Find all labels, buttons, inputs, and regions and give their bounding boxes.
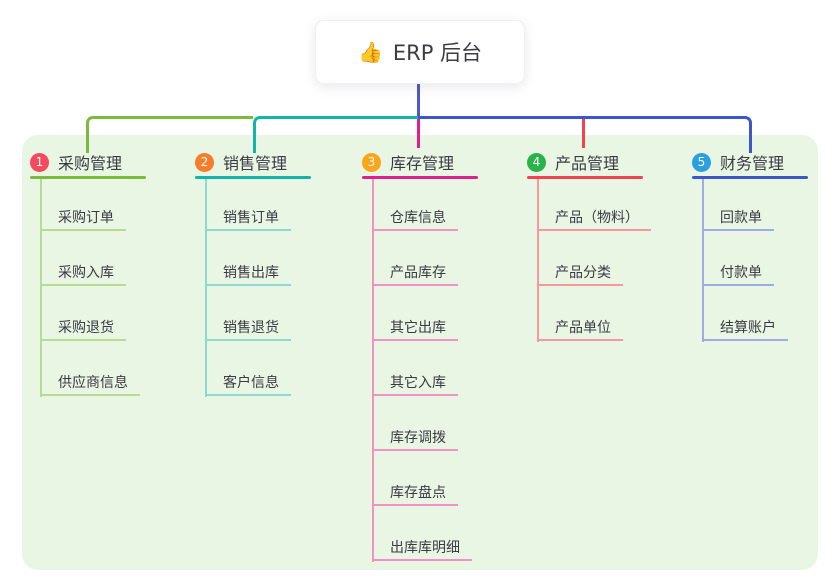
child-node[interactable]: 其它入库	[372, 373, 458, 396]
root-node[interactable]: 👍 ERP 后台	[315, 20, 525, 84]
child-node[interactable]: 产品单位	[537, 318, 623, 341]
branch-trunk-line	[702, 179, 704, 342]
branch-inventory: 3 库存管理 仓库信息 产品库存 其它出库 其它入库 库存调拨 库存盘点 出库库…	[362, 150, 532, 562]
branch-sales: 2 销售管理 销售订单 销售出库 销售退货 客户信息	[195, 150, 365, 397]
branch-finance: 5 财务管理 回款单 付款单 结算账户	[692, 150, 839, 342]
child-node[interactable]: 库存盘点	[372, 483, 458, 506]
child-node[interactable]: 仓库信息	[372, 208, 458, 231]
root-node-label: ERP 后台	[392, 41, 483, 65]
branch-label: 销售管理	[223, 154, 288, 173]
child-node[interactable]: 采购入库	[40, 263, 126, 286]
branch-underline	[527, 176, 643, 179]
child-node[interactable]: 出库库明细	[372, 538, 472, 561]
child-node[interactable]: 结算账户	[702, 318, 788, 341]
branch-trunk-line	[40, 179, 42, 397]
branch-node-purchase[interactable]: 1 采购管理	[30, 150, 200, 174]
branches-panel	[22, 135, 818, 570]
branch-number-badge: 5	[692, 152, 711, 172]
child-node[interactable]: 产品分类	[537, 263, 623, 286]
branch-number-badge: 1	[30, 152, 49, 172]
connector-branch-sales	[253, 116, 418, 153]
child-node[interactable]: 回款单	[702, 208, 774, 231]
branch-number-badge: 2	[195, 152, 214, 172]
thumbs-up-icon: 👍	[357, 40, 383, 64]
branch-label: 库存管理	[390, 154, 455, 173]
child-node[interactable]: 采购订单	[40, 208, 126, 231]
branch-purchase: 1 采购管理 采购订单 采购入库 采购退货 供应商信息	[30, 150, 200, 397]
connector-branch-finance	[418, 116, 752, 153]
child-node[interactable]: 付款单	[702, 263, 774, 286]
connector-branch-product	[582, 119, 585, 148]
child-node[interactable]: 客户信息	[205, 373, 291, 396]
branch-trunk-line	[372, 179, 374, 562]
branch-underline	[362, 176, 478, 179]
branch-node-finance[interactable]: 5 财务管理	[692, 150, 839, 174]
child-node[interactable]: 销售退货	[205, 318, 291, 341]
child-node[interactable]: 其它出库	[372, 318, 458, 341]
branch-number-badge: 4	[527, 152, 546, 172]
connector-branch-inventory	[417, 119, 420, 148]
child-node[interactable]: 产品库存	[372, 263, 458, 286]
branch-label: 财务管理	[720, 154, 785, 173]
child-node[interactable]: 采购退货	[40, 318, 126, 341]
branch-trunk-line	[537, 179, 539, 342]
branch-node-inventory[interactable]: 3 库存管理	[362, 150, 532, 174]
branch-node-product[interactable]: 4 产品管理	[527, 150, 697, 174]
branch-label: 采购管理	[58, 154, 123, 173]
root-connector-line	[417, 82, 420, 117]
branch-product: 4 产品管理 产品（物料） 产品分类 产品单位	[527, 150, 697, 342]
branch-node-sales[interactable]: 2 销售管理	[195, 150, 365, 174]
branch-underline	[692, 176, 808, 179]
branch-underline	[195, 176, 311, 179]
branch-number-badge: 3	[362, 152, 381, 172]
child-node[interactable]: 销售订单	[205, 208, 291, 231]
child-node[interactable]: 库存调拨	[372, 428, 458, 451]
child-node[interactable]: 产品（物料）	[537, 208, 651, 231]
child-node[interactable]: 销售出库	[205, 263, 291, 286]
branch-underline	[30, 176, 146, 179]
child-node[interactable]: 供应商信息	[40, 373, 140, 396]
branch-label: 产品管理	[555, 154, 620, 173]
connector-branch-purchase	[86, 116, 253, 153]
branch-trunk-line	[205, 179, 207, 397]
